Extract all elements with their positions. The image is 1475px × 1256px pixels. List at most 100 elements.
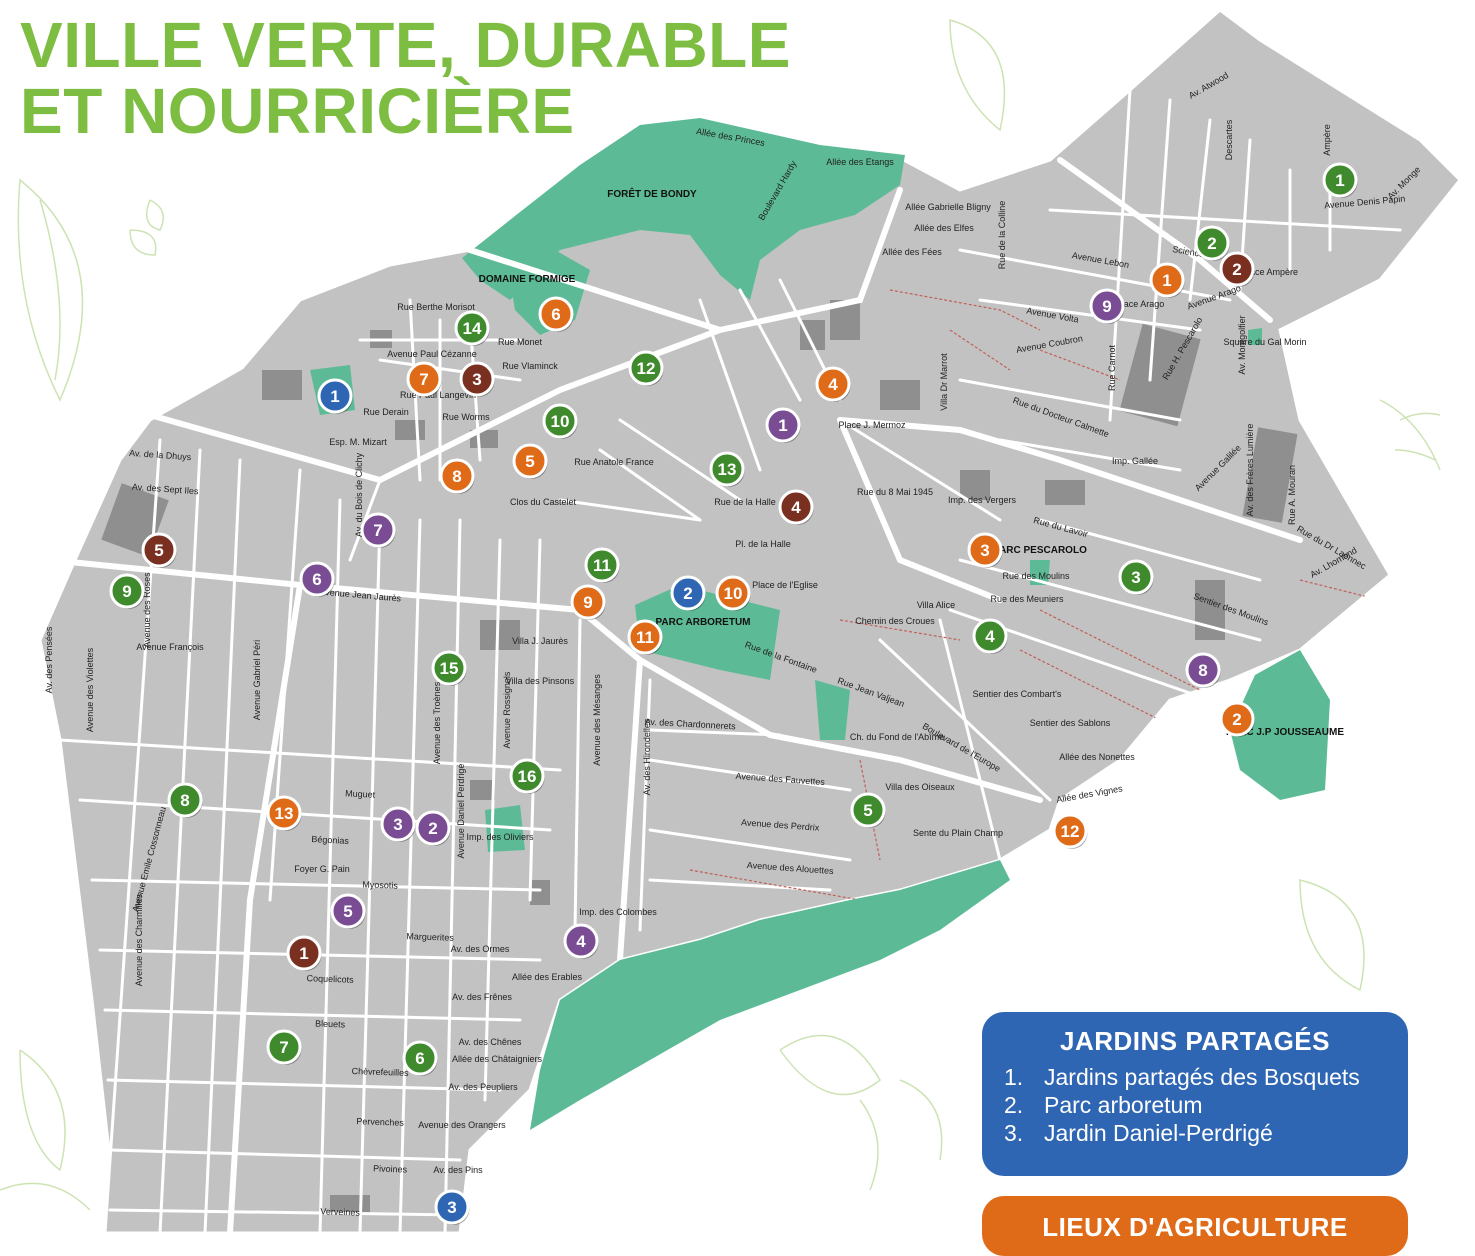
street-label: Avenue des Violettes <box>85 647 95 732</box>
marker-circle <box>570 584 606 620</box>
marker-circle <box>1149 262 1185 298</box>
marker-green-7[interactable]: 7 <box>266 1029 302 1065</box>
marker-orange-10[interactable]: 10 <box>715 575 751 611</box>
street-label: Sentier des Combart's <box>973 689 1062 699</box>
marker-green-9[interactable]: 9 <box>109 573 145 609</box>
park-arboretum[interactable] <box>635 585 780 680</box>
marker-purple-7[interactable]: 7 <box>360 512 396 548</box>
marker-number: 13 <box>718 460 737 479</box>
marker-circle <box>670 575 706 611</box>
street-label: Imp. Gallée <box>1112 456 1158 466</box>
legend-item-number: 2. <box>1004 1092 1024 1118</box>
marker-circle <box>512 443 548 479</box>
marker-circle <box>815 366 851 402</box>
marker-green-16[interactable]: 16 <box>509 758 545 794</box>
street-label: Verveines <box>320 1206 360 1217</box>
marker-orange-9[interactable]: 9 <box>570 584 606 620</box>
legend-item-label: Jardins partagés des Bosquets <box>1044 1064 1360 1090</box>
park-small-morin[interactable] <box>1248 328 1262 345</box>
marker-green-8[interactable]: 8 <box>167 782 203 818</box>
marker-orange-7[interactable]: 7 <box>406 361 442 397</box>
marker-purple-3[interactable]: 3 <box>380 806 416 842</box>
marker-purple-6[interactable]: 6 <box>299 561 335 597</box>
marker-green-4[interactable]: 4 <box>972 618 1008 654</box>
marker-number: 13 <box>275 804 294 823</box>
marker-green-12[interactable]: 12 <box>628 350 664 386</box>
marker-orange-1[interactable]: 1 <box>1149 262 1185 298</box>
marker-green-15[interactable]: 15 <box>431 650 467 686</box>
marker-orange-6[interactable]: 6 <box>538 296 574 332</box>
marker-brown-1[interactable]: 1 <box>286 935 322 971</box>
marker-blue-1[interactable]: 1 <box>317 378 353 414</box>
marker-purple-8[interactable]: 8 <box>1185 652 1221 688</box>
park-foret-de-bondy[interactable] <box>462 118 905 300</box>
marker-green-13[interactable]: 13 <box>709 451 745 487</box>
street-label: Muguet <box>345 788 376 800</box>
street-label: Rue Derain <box>363 407 409 417</box>
marker-purple-9[interactable]: 9 <box>1089 288 1125 324</box>
marker-purple-4[interactable]: 4 <box>563 923 599 959</box>
marker-green-14[interactable]: 14 <box>454 310 490 346</box>
marker-number: 1 <box>1162 271 1171 290</box>
marker-orange-2[interactable]: 2 <box>1219 701 1255 737</box>
legend-jardins-partages: JARDINS PARTAGÉS 1.Jardins partagés des … <box>982 1012 1408 1176</box>
marker-brown-5[interactable]: 5 <box>141 532 177 568</box>
street-label: Av. des Frênes <box>452 992 512 1002</box>
legend-item[interactable]: 1.Jardins partagés des Bosquets <box>1004 1063 1386 1091</box>
legend-item[interactable]: 2. Parc arboretum <box>1004 1091 1386 1119</box>
marker-purple-1[interactable]: 1 <box>765 407 801 443</box>
marker-purple-5[interactable]: 5 <box>330 893 366 929</box>
marker-orange-5[interactable]: 5 <box>512 443 548 479</box>
marker-blue-3[interactable]: 3 <box>434 1189 470 1225</box>
street-label: Rue de la Halle <box>714 497 776 507</box>
marker-number: 2 <box>428 819 437 838</box>
street-label: Rue de la Colline <box>997 201 1007 270</box>
marker-orange-11[interactable]: 11 <box>627 619 663 655</box>
marker-brown-4[interactable]: 4 <box>778 489 814 525</box>
marker-circle <box>715 575 751 611</box>
marker-number: 7 <box>419 370 428 389</box>
street-label: Avenue des Orangers <box>418 1120 506 1130</box>
street-label: Villa Alice <box>917 600 955 610</box>
marker-green-6[interactable]: 6 <box>402 1040 438 1076</box>
marker-green-11[interactable]: 11 <box>584 547 620 583</box>
marker-green-2[interactable]: 2 <box>1194 225 1230 261</box>
marker-brown-2[interactable]: 2 <box>1219 251 1255 287</box>
legend-item[interactable]: 3.Jardin Daniel-Perdrigé <box>1004 1119 1386 1147</box>
marker-green-10[interactable]: 10 <box>542 403 578 439</box>
street-label: Rue Anatole France <box>574 457 654 467</box>
marker-green-3[interactable]: 3 <box>1118 559 1154 595</box>
street-label: Av. des Frères Lumière <box>1245 424 1255 517</box>
street-label: Place Arago <box>1116 299 1165 309</box>
marker-orange-12[interactable]: 12 <box>1052 813 1088 849</box>
marker-circle <box>434 1189 470 1225</box>
footpaths-layer <box>689 289 1381 901</box>
marker-circle <box>1118 559 1154 595</box>
street-label: Av. des Sept Iles <box>132 482 200 497</box>
marker-purple-2[interactable]: 2 <box>415 810 451 846</box>
street-label: Rue Monet <box>498 337 543 347</box>
legend-item-label: Parc arboretum <box>1044 1092 1203 1118</box>
street-label: Rue Berthe Morisot <box>397 302 475 312</box>
marker-blue-2[interactable]: 2 <box>670 575 706 611</box>
marker-circle <box>1185 652 1221 688</box>
marker-green-1[interactable]: 1 <box>1322 162 1358 198</box>
legend-jardins-list: 1.Jardins partagés des Bosquets 2. Parc a… <box>1004 1063 1386 1147</box>
park-south-belt[interactable] <box>530 860 1010 1130</box>
park-jousseaume[interactable] <box>1230 650 1330 800</box>
marker-orange-4[interactable]: 4 <box>815 366 851 402</box>
marker-brown-3[interactable]: 3 <box>459 361 495 397</box>
marker-green-5[interactable]: 5 <box>850 792 886 828</box>
marker-circle <box>299 561 335 597</box>
park-arboretum-east[interactable] <box>815 680 850 740</box>
marker-circle <box>509 758 545 794</box>
marker-orange-13[interactable]: 13 <box>266 795 302 831</box>
marker-circle <box>406 361 442 397</box>
marker-number: 12 <box>1061 822 1080 841</box>
marker-orange-8[interactable]: 8 <box>439 458 475 494</box>
marker-orange-3[interactable]: 3 <box>967 532 1003 568</box>
street-label: Av. de la Dhuys <box>129 448 192 462</box>
street-label: Villa Dr Marrot <box>939 353 949 411</box>
